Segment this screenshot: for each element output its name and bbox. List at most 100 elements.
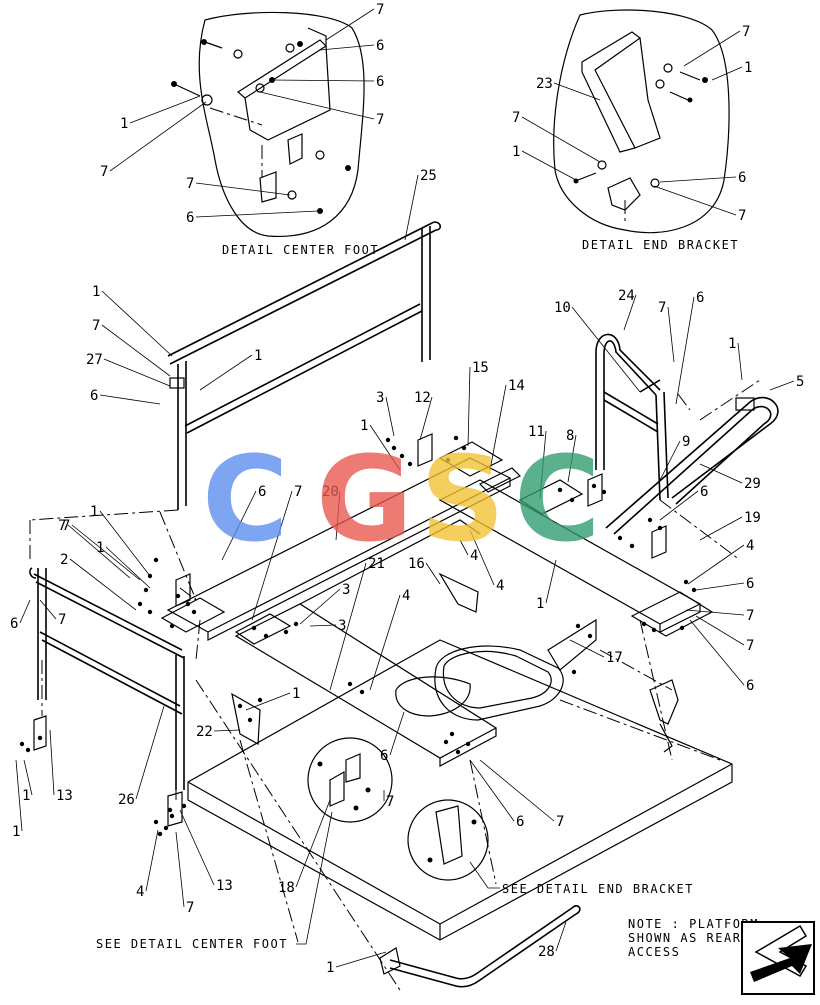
callout-leader	[99, 510, 151, 577]
callout-17: 17	[606, 650, 623, 666]
callout-leader	[521, 116, 601, 163]
hardware-dot	[293, 621, 299, 627]
callout-1: 1	[292, 686, 300, 702]
callout-20: 20	[322, 484, 339, 500]
hardware-dot	[651, 627, 657, 633]
callout-leader	[195, 210, 319, 218]
callout-6: 6	[10, 616, 18, 632]
callout-leader	[419, 396, 433, 441]
hardware-dot	[641, 621, 647, 627]
hardware-dot	[237, 703, 243, 709]
callout-7: 7	[62, 518, 70, 534]
callout-leader	[369, 594, 401, 691]
hardware-dot	[683, 579, 689, 585]
callout-leader	[67, 524, 131, 579]
callout-1: 1	[512, 144, 520, 160]
callout-leader	[39, 599, 57, 620]
caption-see-end-bracket: SEE DETAIL END BRACKET	[502, 882, 694, 896]
callout-leader	[769, 380, 795, 391]
hardware-dot	[263, 633, 269, 639]
hardware-dot	[137, 601, 143, 607]
callout-leader	[295, 799, 331, 888]
callout-leader	[195, 182, 291, 196]
rear-handrail	[167, 221, 442, 510]
callout-leader	[695, 615, 745, 646]
callout-leader	[699, 516, 743, 541]
callout-4: 4	[402, 588, 410, 604]
callout-22: 22	[196, 724, 213, 740]
hardware-dot	[407, 461, 413, 467]
callout-7: 7	[746, 608, 754, 624]
callout-leader	[545, 559, 557, 604]
callout-10: 10	[554, 300, 571, 316]
callout-6: 6	[376, 38, 384, 54]
callout-1: 1	[22, 788, 30, 804]
note-line-3: ACCESS	[628, 945, 680, 959]
callout-leader	[179, 809, 215, 886]
callout-13: 13	[56, 788, 73, 804]
callout-14: 14	[508, 378, 525, 394]
callout-leader	[385, 396, 395, 437]
callout-leader	[259, 91, 375, 120]
callout-6: 6	[696, 290, 704, 306]
callout-leader	[101, 290, 173, 357]
callout-leader	[299, 588, 341, 625]
callout-1: 1	[744, 60, 752, 76]
callout-7: 7	[186, 176, 194, 192]
callout-1: 1	[728, 336, 736, 352]
callout-leader	[667, 306, 675, 363]
callout-leader	[555, 921, 567, 952]
callout-leader	[271, 79, 375, 82]
callout-leader	[489, 384, 507, 471]
callout-6: 6	[258, 484, 266, 500]
callout-leader	[369, 424, 401, 471]
callout-leader	[325, 8, 375, 41]
callout-1: 1	[12, 824, 20, 840]
callout-leader	[309, 624, 337, 627]
callout-leader	[251, 490, 293, 621]
callout-7: 7	[100, 164, 108, 180]
callout-leader	[685, 609, 745, 616]
platform-frame	[33, 433, 714, 827]
callout-6: 6	[516, 814, 524, 830]
hardware-dot	[185, 601, 191, 607]
side-rail	[605, 396, 779, 535]
callout-28: 28	[538, 944, 555, 960]
platform-deck	[187, 639, 733, 941]
callout-leader	[199, 354, 253, 391]
hardware-dot	[461, 445, 467, 451]
previous-page-icon[interactable]	[741, 921, 815, 995]
callout-leader	[459, 539, 469, 556]
detail-circles	[307, 737, 489, 881]
callout-3: 3	[342, 582, 350, 598]
callout-3: 3	[338, 618, 346, 634]
callout-leader	[659, 440, 681, 481]
callout-leader	[71, 524, 141, 581]
callout-25: 25	[420, 168, 437, 184]
callout-7: 7	[512, 110, 520, 126]
hardware-dot	[453, 435, 459, 441]
callout-leader	[99, 394, 161, 405]
callout-8: 8	[566, 428, 574, 444]
cgsc-watermark: C G S C	[202, 430, 601, 568]
hardware-dot	[647, 517, 653, 523]
callout-leader	[567, 434, 577, 483]
callout-leader	[105, 546, 151, 589]
callout-16: 16	[408, 556, 425, 572]
hardware-dot	[465, 741, 471, 747]
callout-leader	[653, 185, 737, 216]
hardware-dot	[169, 623, 175, 629]
callout-12: 12	[414, 390, 431, 406]
callout-leaders	[15, 8, 795, 968]
callout-24: 24	[618, 288, 635, 304]
hardware-dot	[175, 593, 181, 599]
callout-7: 7	[658, 300, 666, 316]
callout-1: 1	[120, 116, 128, 132]
hardware-dot	[359, 689, 365, 695]
rear-bottom-rail	[379, 905, 581, 988]
hardware-dot	[443, 739, 449, 745]
callout-leader	[553, 82, 601, 101]
callout-leader	[623, 294, 637, 331]
callout-13: 13	[216, 878, 233, 894]
